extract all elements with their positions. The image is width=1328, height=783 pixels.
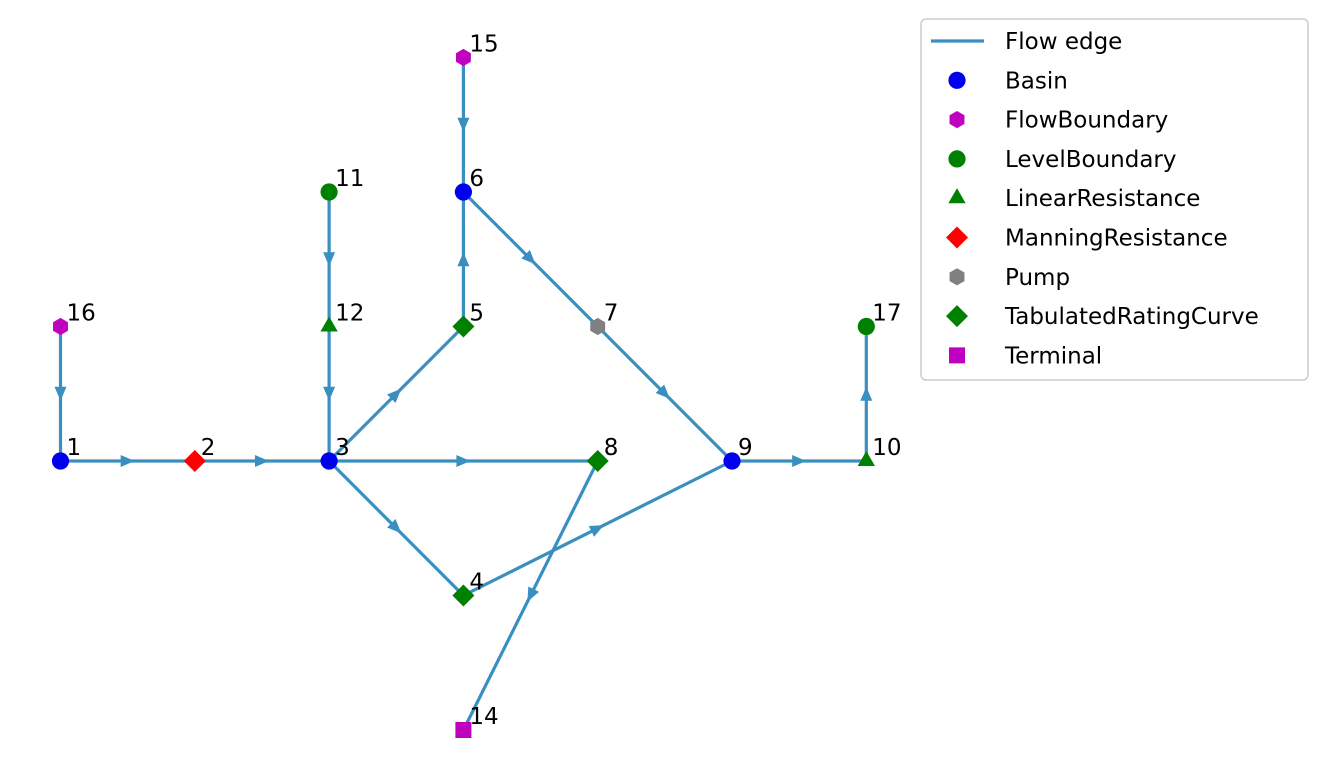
- flow-edge-1-2: [60, 455, 195, 467]
- flow-arrow-icon: [588, 525, 604, 537]
- legend-entry-levelboundary: LevelBoundary: [948, 147, 1176, 173]
- node-7-marker: [590, 317, 606, 336]
- node-4-marker: [452, 584, 475, 607]
- node-label-7: 7: [604, 301, 619, 327]
- legend-swatch-pump: [949, 268, 965, 286]
- legend-entry-flowboundary: FlowBoundary: [949, 108, 1168, 134]
- node-label-17: 17: [872, 301, 901, 327]
- node-label-11: 11: [335, 166, 364, 192]
- legend: Flow edgeBasinFlowBoundaryLevelBoundaryL…: [920, 18, 1309, 381]
- node-1-marker: [51, 452, 70, 470]
- flow-edge-12-3: [323, 326, 336, 461]
- node-15-marker: [455, 48, 471, 67]
- legend-label-manningresistance: ManningResistance: [1005, 226, 1228, 252]
- node-label-5: 5: [469, 301, 484, 327]
- edges-layer: [54, 57, 873, 731]
- nodes-layer: [51, 48, 875, 738]
- flow-arrow-icon: [120, 455, 135, 467]
- node-label-3: 3: [335, 435, 350, 461]
- legend-swatch-flowboundary: [949, 111, 965, 129]
- node-3-marker: [320, 452, 338, 470]
- legend-label-flow-edge: Flow edge: [1005, 29, 1122, 55]
- node-label-8: 8: [604, 435, 619, 461]
- flow-arrow-icon: [323, 252, 336, 267]
- legend-swatch-levelboundary: [948, 150, 966, 168]
- flow-edge-16-1: [54, 326, 67, 461]
- flow-arrow-icon: [387, 519, 402, 534]
- flow-arrow-icon: [527, 586, 540, 602]
- node-16-marker: [53, 317, 68, 336]
- legend-entry-flow-edge: Flow edge: [931, 29, 1122, 55]
- legend-entry-pump: Pump: [949, 265, 1070, 291]
- flow-edge-3-5: [327, 325, 465, 463]
- flow-arrow-icon: [792, 455, 807, 467]
- node-label-6: 6: [469, 166, 484, 192]
- legend-label-basin: Basin: [1005, 68, 1068, 94]
- flow-arrow-icon: [54, 386, 67, 401]
- flow-edge-9-10: [732, 455, 867, 467]
- node-6-marker: [454, 183, 472, 201]
- legend-swatch-tabulatedratingcurve: [946, 305, 968, 328]
- node-5-marker: [452, 315, 475, 338]
- flow-edge-7-9: [596, 325, 734, 463]
- flow-edge-6-7: [462, 190, 599, 328]
- legend-swatch-manningresistance: [946, 226, 968, 249]
- legend-swatch-linearresistance: [948, 188, 966, 204]
- legend-entry-terminal: Terminal: [949, 343, 1102, 369]
- legend-label-pump: Pump: [1005, 265, 1070, 291]
- node-label-10: 10: [872, 435, 901, 461]
- legend-entry-basin: Basin: [948, 68, 1068, 94]
- flow-arrow-icon: [323, 386, 336, 401]
- legend-frame: [920, 18, 1309, 381]
- legend-entry-manningresistance: ManningResistance: [946, 226, 1228, 252]
- node-label-4: 4: [469, 570, 484, 596]
- flow-edge-5-6: [457, 192, 470, 327]
- node-9-marker: [723, 452, 741, 470]
- flow-edge-8-14: [461, 460, 600, 731]
- legend-label-linearresistance: LinearResistance: [1005, 186, 1200, 212]
- node-8-marker: [586, 450, 609, 472]
- legend-entry-linearresistance: LinearResistance: [948, 186, 1200, 212]
- flow-arrow-icon: [521, 250, 536, 265]
- flow-edge-3-8: [329, 455, 598, 467]
- node-17-marker: [857, 317, 875, 336]
- flow-edge-10-17: [860, 326, 873, 461]
- node-label-12: 12: [335, 301, 364, 327]
- node-2-marker: [183, 450, 206, 472]
- flow-arrow-icon: [655, 384, 670, 399]
- flow-edge-15-6: [457, 57, 470, 192]
- flow-edge-2-3: [194, 455, 330, 467]
- flow-edge-4-9: [462, 459, 733, 597]
- legend-swatch-terminal: [949, 347, 965, 364]
- node-10-marker: [857, 451, 875, 466]
- legend-label-flowboundary: FlowBoundary: [1005, 108, 1168, 134]
- node-14-marker: [455, 722, 472, 738]
- node-label-15: 15: [469, 32, 498, 58]
- flow-arrow-icon: [456, 455, 471, 467]
- node-label-9: 9: [738, 435, 753, 461]
- flow-arrow-icon: [860, 386, 873, 401]
- node-label-16: 16: [67, 301, 96, 327]
- node-12-marker: [320, 316, 338, 332]
- node-label-14: 14: [469, 704, 498, 730]
- legend-label-terminal: Terminal: [1004, 343, 1102, 369]
- flow-arrow-icon: [254, 455, 269, 467]
- flow-edge-3-4: [327, 459, 465, 597]
- legend-label-tabulatedratingcurve: TabulatedRatingCurve: [1004, 304, 1259, 330]
- legend-entry-tabulatedratingcurve: TabulatedRatingCurve: [946, 304, 1259, 330]
- legend-label-levelboundary: LevelBoundary: [1005, 147, 1176, 173]
- node-11-marker: [320, 183, 338, 201]
- flow-arrow-icon: [387, 388, 402, 403]
- flow-arrow-icon: [457, 117, 470, 132]
- legend-swatch-basin: [948, 71, 966, 89]
- node-label-1: 1: [67, 435, 82, 461]
- flow-arrow-icon: [457, 252, 470, 267]
- node-label-2: 2: [201, 435, 216, 461]
- flow-edge-11-12: [323, 192, 336, 327]
